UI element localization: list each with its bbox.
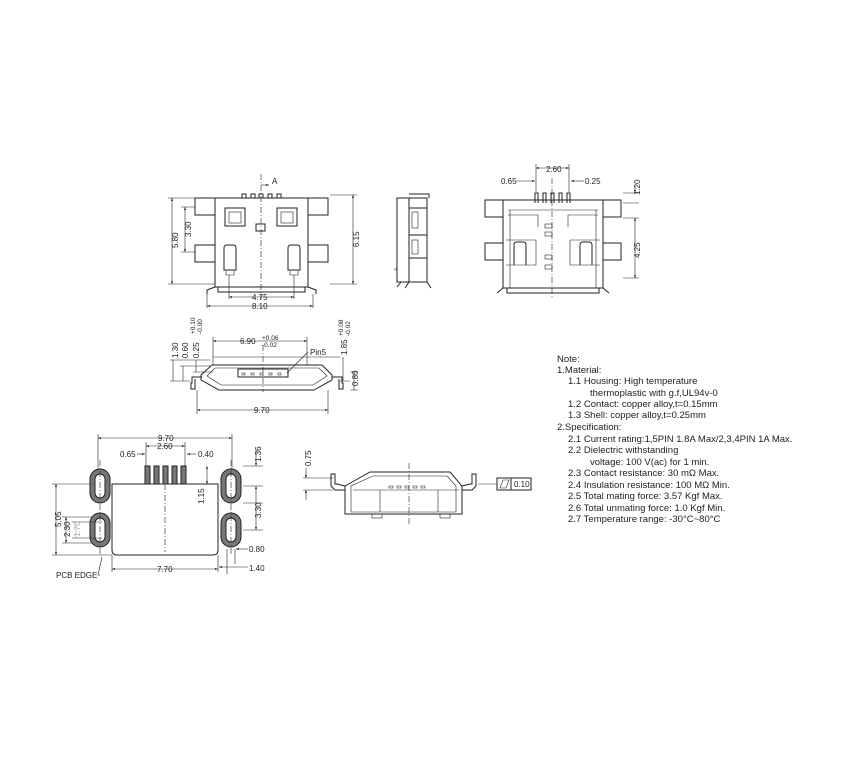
note-line: 1.Material: xyxy=(557,365,601,376)
dim-3-30: 3.30 xyxy=(184,221,193,237)
tol-minus: -0.02 xyxy=(262,342,277,349)
tol-plus: +0.06 xyxy=(262,335,279,342)
note-line: 2.6 Total unmating force: 1.0 Kgf Min. xyxy=(568,503,725,514)
note-line: 2.2 Dielectric withstanding xyxy=(568,445,678,456)
note-line: 2.5 Total mating force: 3.57 Kgf Max. xyxy=(568,491,723,502)
notes: Note: 1.Material: 1.1 Housing: High temp… xyxy=(557,354,792,525)
dim-6-15: 6.15 xyxy=(352,231,361,247)
dim-1-30: 1.30 xyxy=(171,342,180,358)
tol-minus: -0.00 xyxy=(197,319,204,334)
dim-8-10: 8.10 xyxy=(252,302,268,311)
dim-1-15: 1.15 xyxy=(197,488,206,504)
dim-9-70-front: 9.70 xyxy=(254,406,270,415)
note-line: 1.2 Contact: copper alloy,t=0.15mm xyxy=(568,399,718,410)
note-line: thermoplastic with g.f,UL94v-0 xyxy=(590,388,718,399)
dim-7-70: 7.70 xyxy=(157,565,173,574)
dim-1-40: 1.40 xyxy=(249,564,265,573)
dim-0-40-footprint: 0.40 xyxy=(198,450,214,459)
flatness-icon xyxy=(499,479,510,489)
dim-0-65-footprint: 0.65 xyxy=(120,450,136,459)
dim-4-75: 4.75 xyxy=(252,293,268,302)
dim-1-85: 1.85 xyxy=(340,339,349,355)
dim-2-30: 2.30 xyxy=(63,521,72,537)
dim-0-75: 0.75 xyxy=(304,450,313,466)
note-line: 2.7 Temperature range: -30°C~80°C xyxy=(568,514,721,525)
dim-3-30-footprint: 3.30 xyxy=(254,502,263,518)
dim-6-90: 6.90 xyxy=(240,337,256,346)
dim-1-20: 1.20 xyxy=(633,179,642,195)
dim-0-80-footprint: 0.80 xyxy=(249,545,265,554)
dim-0-80: 0.80 xyxy=(351,370,360,386)
note-line: 1.3 Shell: copper alloy,t=0.25mm xyxy=(568,410,706,421)
dim-0-60: 0.60 xyxy=(181,342,190,358)
dim-5-05: 5.05 xyxy=(54,511,63,527)
dim-2-60-footprint: 2.60 xyxy=(157,442,173,451)
section-mark-a: A xyxy=(272,177,278,186)
tol-plus: +0.08 xyxy=(338,319,345,336)
top-view: A 4.75 8.10 5.80 3.30 6.15 xyxy=(168,174,361,311)
note-line: 2.4 Insulation resistance: 100 MΩ Min. xyxy=(568,480,730,491)
flatness-value: 0.10 xyxy=(514,480,530,489)
note-line: 1.1 Housing: High temperature xyxy=(568,376,697,387)
note-line: 2.Specification: xyxy=(557,422,621,433)
note-line: voltage: 100 V(ac) for 1 min. xyxy=(590,457,709,468)
rear-view: 2.60 0.65 0.25 1.20 4.25 xyxy=(484,164,642,298)
front-view: 6.90 +0.06 -0.02 9.70 Pin5 1.30 0.60 0.2… xyxy=(170,317,360,415)
pin5-label: Pin5 xyxy=(310,348,327,357)
dim-5-80: 5.80 xyxy=(171,232,180,248)
dim-2-60-rear: 2.60 xyxy=(546,165,562,174)
side-mark: ▫ xyxy=(394,265,397,274)
pcb-edge-label: PCB EDGE xyxy=(56,571,97,580)
pcb-footprint: 9.70 2.60 0.65 0.40 1.36 1.15 3.30 5.05 … xyxy=(52,434,265,580)
tol-minus: -0.02 xyxy=(345,321,352,336)
dim-4-25: 4.25 xyxy=(633,242,642,258)
note-line: 2.1 Current rating:1,5PIN 1.8A Max/2,3,4… xyxy=(568,434,792,445)
dim-1-36: 1.36 xyxy=(254,446,263,462)
dim-0-65-rear: 0.65 xyxy=(501,177,517,186)
tol-plus: +0.10 xyxy=(190,317,197,334)
notes-title: Note: xyxy=(557,354,580,365)
dim-9-70-footprint: 9.70 xyxy=(158,434,174,443)
dim-0-25: 0.25 xyxy=(192,342,201,358)
dim-1-70: 1.70 xyxy=(73,521,82,537)
side-profile-view: 0.75 0.10 xyxy=(303,450,532,525)
dim-0-25-rear: 0.25 xyxy=(585,177,601,186)
note-line: 2.3 Contact resistance: 30 mΩ Max. xyxy=(568,468,719,479)
side-view-narrow: ▫ xyxy=(394,193,432,289)
